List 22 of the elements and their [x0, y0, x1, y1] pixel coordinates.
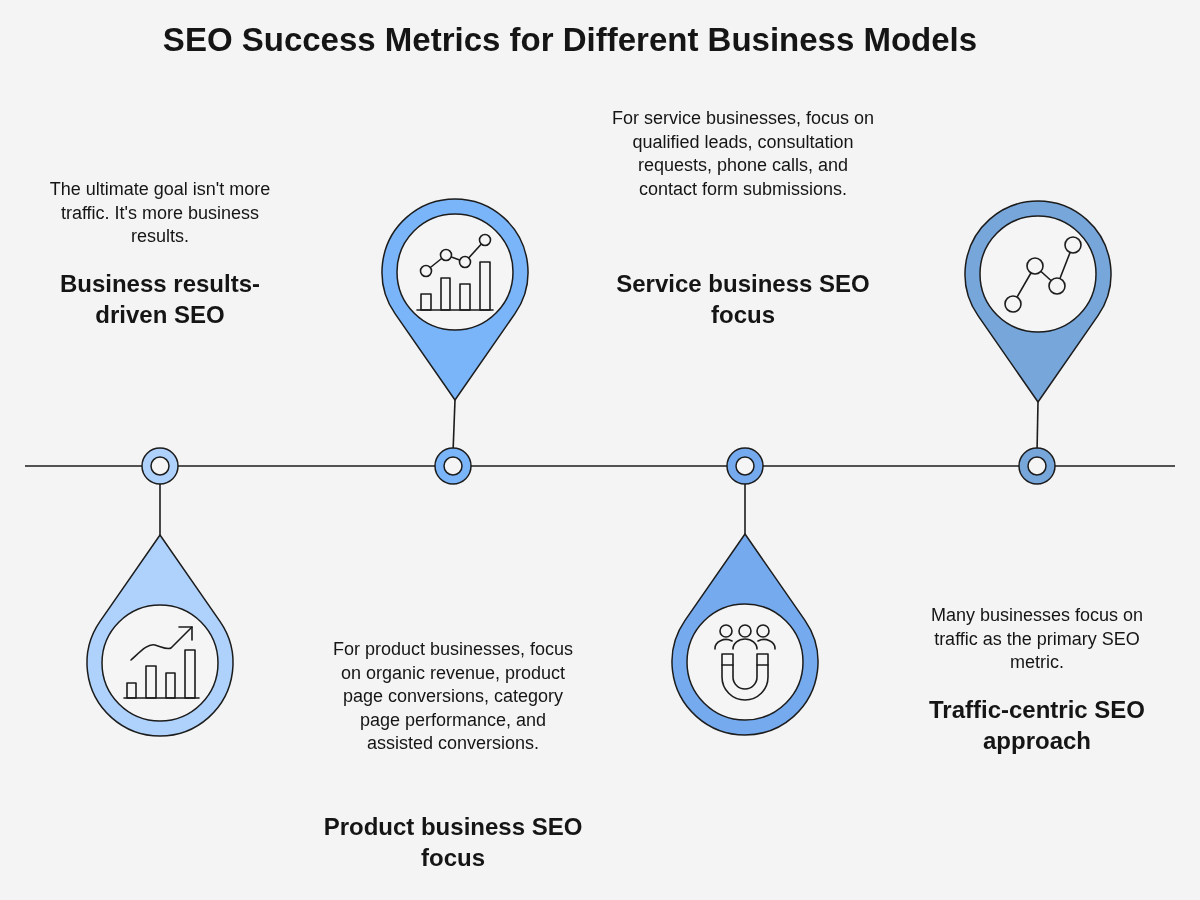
connector-line — [452, 399, 456, 449]
milestone-heading: Business results-driven SEO — [58, 269, 262, 330]
description-text: For product businesses, focus on organic revenue, product page conversions, category page performance, and assisted conversions. — [331, 638, 575, 755]
milestone-heading: Service business SEO focus — [615, 269, 871, 330]
diagram-title: SEO Success Metrics for Different Business Models — [162, 20, 978, 60]
milestone-heading: Product business SEO focus — [322, 812, 584, 873]
timeline-dot — [725, 446, 765, 486]
timeline-dot — [1017, 446, 1057, 486]
description-text: For service businesses, focus on qualified leads, consultation requests, phone calls, and contact form submissions. — [610, 107, 876, 201]
description-text: The ultimate goal isn't more traffic. It's more business results. — [48, 178, 272, 248]
timeline-dot — [140, 446, 180, 486]
connector-line — [744, 483, 746, 535]
timeline-line — [24, 465, 143, 467]
location-pin — [85, 533, 235, 738]
connector-line — [159, 483, 161, 536]
location-pin — [963, 199, 1113, 404]
location-pin — [670, 532, 820, 737]
milestone-heading: Traffic-centric SEO approach — [927, 695, 1147, 756]
timeline-dot — [433, 446, 473, 486]
connector-line — [1036, 401, 1039, 449]
location-pin — [380, 197, 530, 402]
description-text: Many businesses focus on traffic as the primary SEO metric. — [929, 604, 1145, 674]
